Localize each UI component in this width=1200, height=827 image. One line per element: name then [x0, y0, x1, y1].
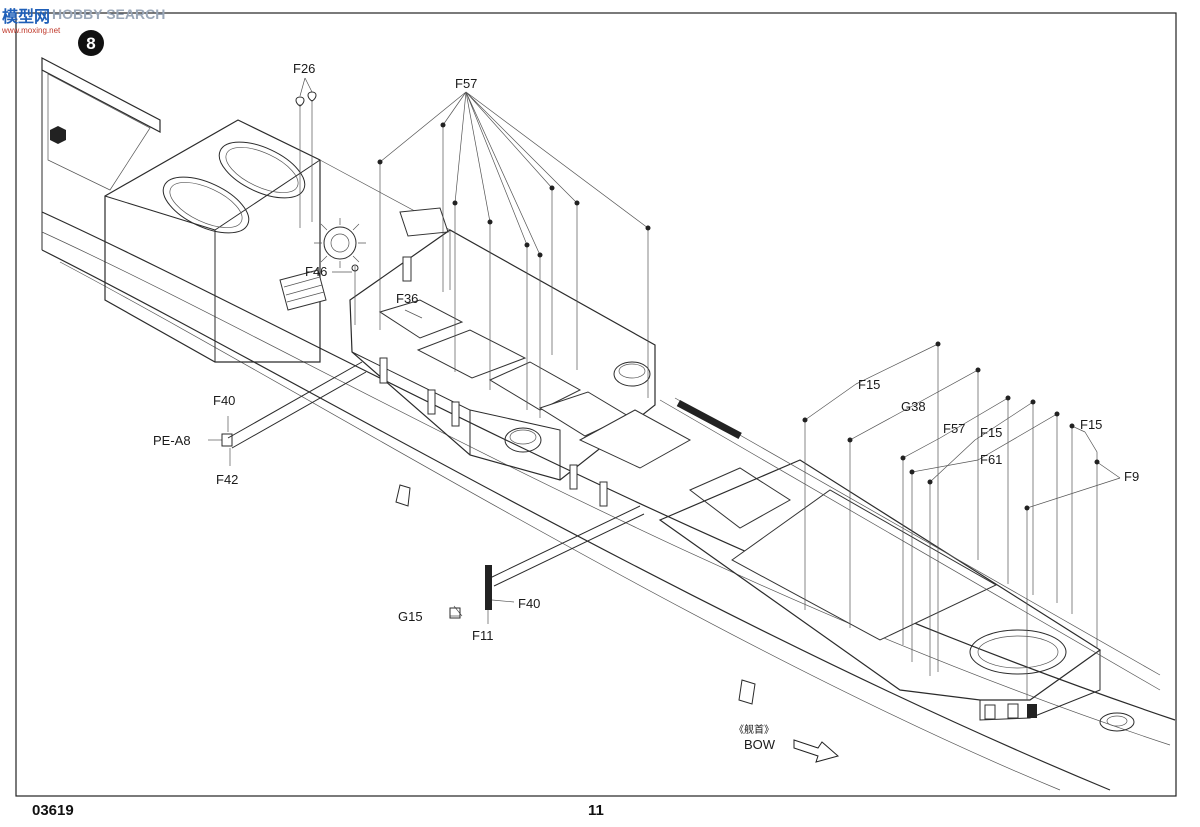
kit-number: 03619	[32, 802, 74, 819]
callout-f9: F9	[1124, 469, 1139, 484]
aft-rail-assembly	[208, 361, 367, 466]
page-border	[15, 12, 1177, 797]
callout-pe-a8: PE-A8	[153, 433, 191, 448]
f57-leader-group	[377, 91, 651, 418]
step-badge: 8	[78, 30, 104, 56]
callout-f42: F42	[216, 472, 238, 487]
f36-leader-group	[404, 309, 423, 319]
deck-vls-panels	[378, 299, 998, 641]
callout-g15: G15	[398, 609, 423, 624]
callout-f36: F36	[396, 291, 418, 306]
callout-f46: F46	[305, 264, 327, 279]
callout-f15-c: F15	[1080, 417, 1102, 432]
watermark-logo: 模型网 HOBBY SEARCH www.moxing.net	[1, 6, 165, 35]
watermark-cn: 模型网	[2, 7, 50, 26]
page-number: 11	[588, 802, 604, 819]
dome-mid	[613, 361, 651, 387]
callout-f57-right: F57	[943, 421, 965, 436]
launcher-rack-left	[279, 269, 327, 311]
callout-f40-bottom: F40	[518, 596, 540, 611]
callout-f26: F26	[293, 61, 315, 76]
dome-fwd	[504, 427, 542, 453]
step-number: 8	[86, 34, 95, 53]
watermark-en: HOBBY SEARCH	[52, 6, 165, 22]
callout-f11: F11	[472, 628, 493, 643]
launcher-rack-right	[399, 207, 449, 237]
callout-g38: G38	[901, 399, 926, 414]
part-callouts: F26 F57 F46 F36 F40 PE-A8 F42 F15 G38 F5…	[153, 61, 1139, 643]
watermark-url: www.moxing.net	[1, 26, 61, 35]
f26-leader-group	[295, 77, 317, 228]
f46-leader-group	[332, 264, 359, 325]
callout-f57-top: F57	[455, 76, 477, 91]
radar-dish	[314, 218, 366, 268]
callout-f61: F61	[980, 452, 1002, 467]
deck-openings-aft	[162, 141, 306, 234]
bow-label-en: BOW	[744, 737, 776, 752]
callout-f15-b: F15	[980, 425, 1002, 440]
deck-openings-bow	[969, 629, 1067, 675]
ship-hull-drawing	[41, 57, 1176, 791]
deck-hatch-octagon	[50, 126, 66, 144]
callout-f15-a: F15	[858, 377, 880, 392]
bow-direction-indicator: 《舰首》 BOW	[734, 723, 840, 763]
bow-arrow-icon	[793, 739, 840, 763]
bow-anchor-fitting	[1099, 712, 1135, 732]
callout-f40-left: F40	[213, 393, 235, 408]
bow-label-cn: 《舰首》	[734, 723, 774, 736]
fwd-rail-assembly	[449, 505, 645, 624]
bow-rail-leaders	[802, 341, 1121, 700]
